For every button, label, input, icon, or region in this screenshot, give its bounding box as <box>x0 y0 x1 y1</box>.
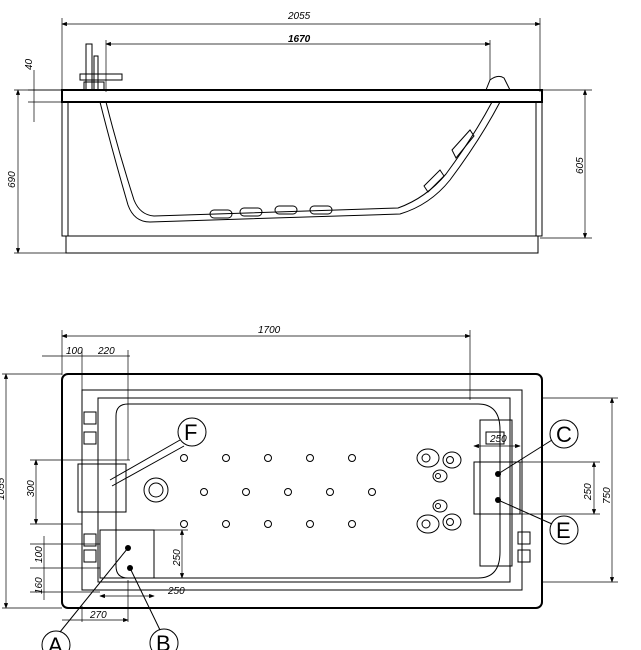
callout-a-circle <box>41 630 71 650</box>
dim-inner-length: 1670 <box>288 34 311 45</box>
jets-side <box>209 205 333 219</box>
callout-e-circle <box>549 515 579 545</box>
tub-inner-rim <box>81 389 523 591</box>
dim-offset-100: 100 <box>66 346 83 357</box>
basin-outer-profile <box>99 101 501 223</box>
tub-base <box>65 235 539 254</box>
callout-f: F <box>184 420 197 445</box>
tub-rim <box>61 89 543 103</box>
dim-total-height: 690 <box>7 171 18 188</box>
dim-width-250-right: 250 <box>489 434 507 445</box>
dim-height-250-right: 250 <box>583 483 594 501</box>
side-view: 2055 1670 40 690 605 <box>7 11 592 254</box>
zone-ce <box>473 461 521 515</box>
callout-b: B <box>156 631 171 650</box>
dim-rim-height: 40 <box>24 58 35 70</box>
callout-e: E <box>556 518 571 543</box>
zone-ab <box>99 529 155 579</box>
dim-total-length: 2055 <box>287 11 311 22</box>
dim-length: 1700 <box>258 325 281 336</box>
callout-b-circle <box>149 628 179 650</box>
basin-inner-profile <box>105 101 493 217</box>
callout-f-circle <box>177 417 207 447</box>
jets-grid <box>180 454 376 528</box>
dim-left-100: 100 <box>34 546 45 563</box>
dim-width-270: 270 <box>89 610 107 621</box>
headrest-icon <box>485 75 511 91</box>
dim-left-160: 160 <box>34 577 45 594</box>
dim-width-750: 750 <box>602 487 613 504</box>
drain-icon <box>143 477 169 503</box>
dim-right-height: 605 <box>575 157 586 174</box>
back-jet <box>451 129 475 159</box>
top-view: 1700 100 220 1055 300 F <box>0 325 618 650</box>
callout-a: A <box>48 633 63 650</box>
faucet-icon <box>79 43 123 91</box>
dim-height-250-left: 250 <box>172 549 183 567</box>
dim-height-300: 300 <box>26 480 37 497</box>
callout-c: C <box>556 422 572 447</box>
zone-f <box>77 463 127 513</box>
back-jets <box>416 448 462 534</box>
callout-c-circle <box>549 419 579 449</box>
headrest-strip <box>479 419 513 567</box>
dim-overall-width: 1055 <box>0 477 7 500</box>
basin-outline <box>115 403 501 579</box>
tub-outline <box>61 373 543 609</box>
dim-width-250-left: 250 <box>167 586 185 597</box>
dim-offset-220: 220 <box>97 346 115 357</box>
